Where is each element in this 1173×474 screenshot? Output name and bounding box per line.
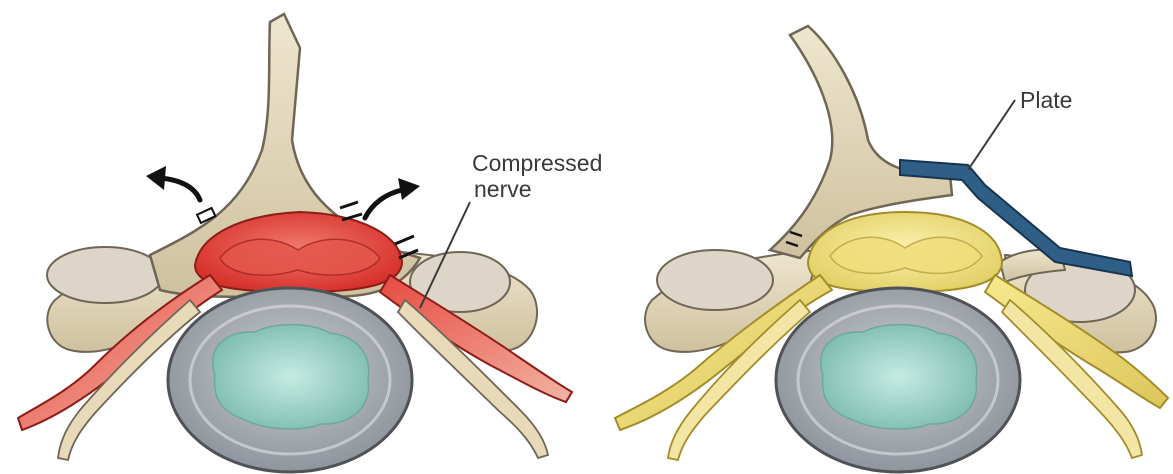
right-vertebra-panel: Plate xyxy=(615,26,1168,472)
plate-label: Plate xyxy=(1020,87,1072,113)
compressed-nerve-label-line1: Compressed xyxy=(472,150,602,176)
nucleus-pulposus xyxy=(213,325,369,429)
arrow-left-icon xyxy=(146,166,200,200)
arrow-right-icon xyxy=(365,178,420,218)
nucleus-pulposus-2 xyxy=(821,325,977,429)
plate-leader-line xyxy=(968,100,1015,170)
compressed-nerve-label-line2: nerve xyxy=(474,176,532,202)
left-facet-joint xyxy=(47,247,163,303)
left-vertebra-panel: Compressed nerve xyxy=(18,14,602,472)
left-facet-joint-2 xyxy=(657,250,773,310)
